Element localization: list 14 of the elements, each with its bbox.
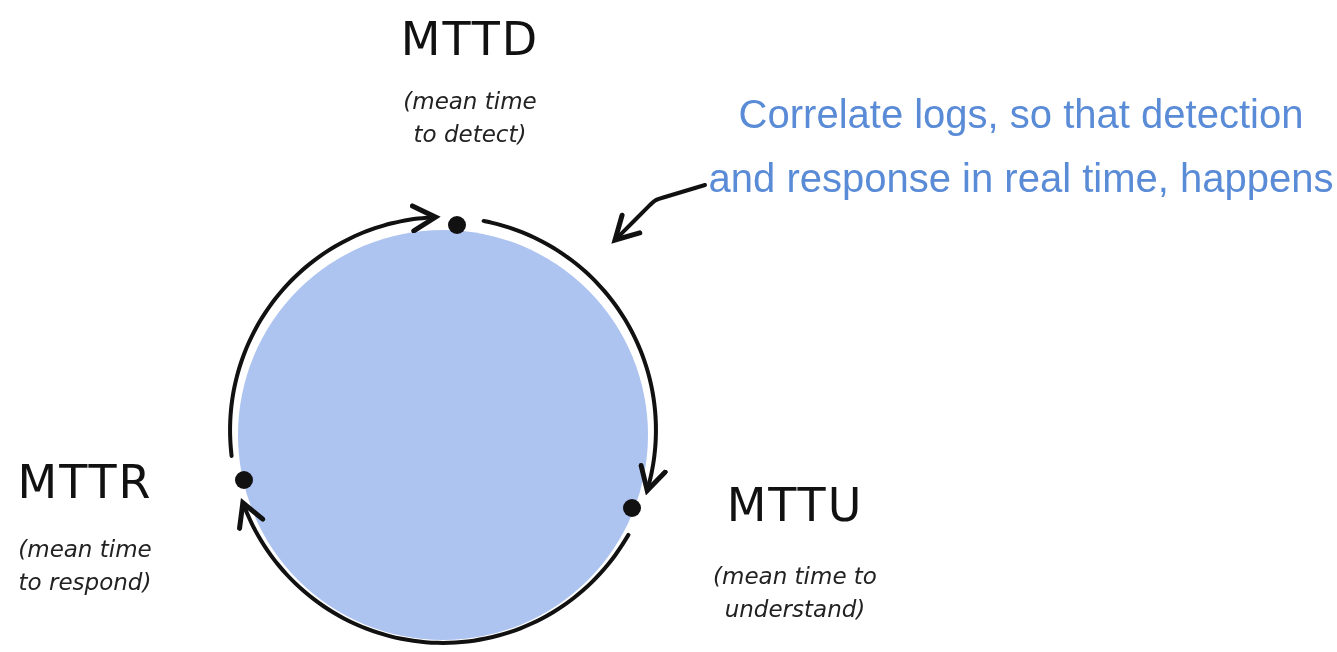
metric-description: (mean time to understand) (712, 562, 878, 625)
arrow (237, 500, 631, 645)
dot (447, 215, 468, 236)
metric-label: MTTD (399, 12, 541, 66)
dot (234, 469, 255, 490)
arrow (612, 183, 707, 243)
metric-description: (mean time to detect) (402, 87, 538, 150)
metric-label: MTTR (16, 455, 154, 509)
metric-label: MTTU (725, 478, 865, 532)
arrow (228, 203, 439, 458)
dot (622, 498, 643, 519)
metric-description: (mean time to respond) (17, 535, 153, 598)
annotation-text: Correlate logs, so that detection and response in real time, happens (705, 82, 1337, 210)
arrow (481, 218, 668, 493)
